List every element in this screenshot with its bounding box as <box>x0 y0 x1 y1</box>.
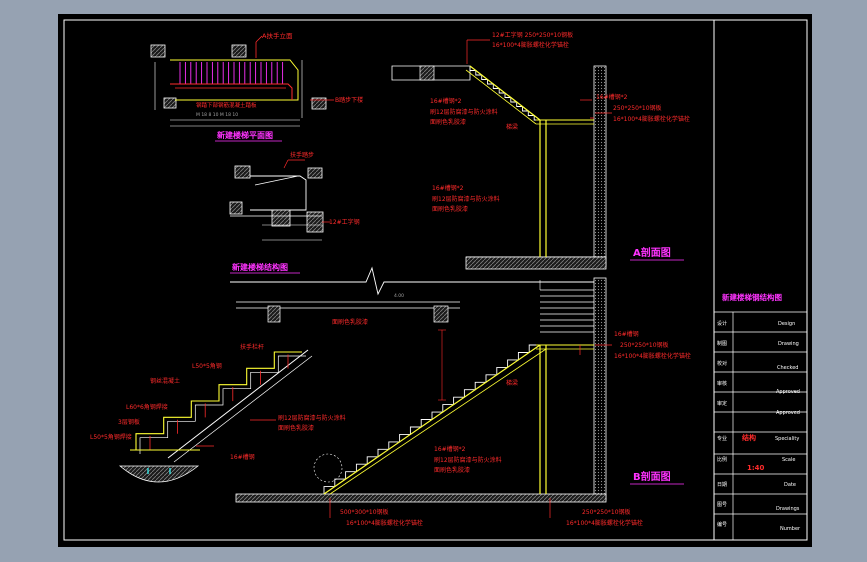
node-view-title: 新建楼梯结构图 <box>232 262 288 272</box>
annotation-det-steel: 3层钢板 <box>118 418 140 426</box>
tb-label-date: Date <box>784 482 796 488</box>
tb-label-checked-cn: 校对 <box>717 360 727 367</box>
annotation-a-top-beam: 12#工字钢 250*250*10钢板 <box>492 31 573 39</box>
annotation-b-channel: 16#槽钢 <box>614 330 639 338</box>
section-a-view <box>391 39 612 290</box>
annotation-b-bolt: 16*100*4膨胀螺栓化学锚栓 <box>614 352 691 360</box>
break-line <box>230 266 604 296</box>
tb-label-specialty-cn: 专业 <box>717 435 727 442</box>
annotation-bottom-plate2: 250*250*10钢板 <box>582 508 631 516</box>
annotation-a-fire2: 面刷色乳胶漆 <box>430 118 466 126</box>
stair-detail-view <box>118 349 313 483</box>
tb-label-drawingno: Drawings <box>776 506 800 512</box>
paper-background <box>58 14 812 547</box>
annotation-b-channel2: 16#槽钢*2 <box>434 445 466 453</box>
annotation-det-handrail: 扶手栏杆 <box>240 343 264 351</box>
dim-small-a: 4.00 <box>394 293 404 299</box>
tb-value-specialty: 结构 <box>741 433 756 442</box>
annotation-plan-dims: M 18 8 10 M 18 10 <box>196 112 238 118</box>
tb-label-scale: Scale <box>782 457 795 463</box>
annotation-det-l60: L60*6角钢焊接 <box>126 403 168 411</box>
annotation-det-fire2: 面刷色乳胶漆 <box>278 424 314 432</box>
tb-label-scale-cn: 比例 <box>717 456 727 463</box>
annotation-a-channel2-mid: 16#槽钢*2 <box>432 184 464 192</box>
node-detail-view <box>229 159 330 241</box>
plan-view-title: 新建楼梯平面图 <box>217 130 273 140</box>
annotation-det-l50a: L50*5角钢 <box>192 362 222 370</box>
annotation-a-bolt2: 16*100*4膨胀螺栓化学锚栓 <box>613 115 690 123</box>
tb-label-number-cn: 编号 <box>717 521 727 528</box>
annotation-b-fire2: 面刷色乳胶漆 <box>434 466 470 474</box>
annotation-a-beam: 梯梁 <box>506 123 518 131</box>
tb-label-approved1-cn: 审核 <box>717 380 727 387</box>
annotation-a-fire2-mid: 面刷色乳胶漆 <box>432 205 468 213</box>
tb-label-design: Design <box>778 321 795 327</box>
tb-value-scale: 1:40 <box>747 464 765 472</box>
title-block <box>714 311 807 540</box>
tb-label-checked: Checked <box>777 365 798 371</box>
annotation-b-plate: 250*250*10钢板 <box>620 341 669 349</box>
tb-label-approved1: Approved <box>776 389 800 395</box>
section-a-title: A剖面图 <box>633 246 671 259</box>
annotation-det-channel: 16#槽钢 <box>230 453 255 461</box>
annotation-b-fire1: 刷12层防腐漆与防火涂料 <box>434 456 502 464</box>
annotation-b-paint: 面刷色乳胶漆 <box>332 318 368 326</box>
tb-label-specialty: Speciality <box>775 436 799 442</box>
annotation-det-l50b: L50*5角钢焊接 <box>90 433 132 441</box>
annotation-bottom-plate1: 500*300*10钢板 <box>340 508 389 516</box>
annotation-top-rail: A扶手立面 <box>262 31 293 40</box>
tb-label-approved2-cn: 审定 <box>717 400 727 407</box>
annotation-a-channel: 16#槽钢*2 <box>430 97 462 105</box>
tb-label-design-cn: 设计 <box>717 320 727 327</box>
annotation-bottom-bolt1: 16*100*4膨胀螺栓化学锚栓 <box>346 519 423 527</box>
outer-frame <box>63 19 808 541</box>
tb-label-drawing-cn: 制图 <box>717 340 727 347</box>
stair-plan-view <box>150 35 334 127</box>
tb-label-approved2: Approved <box>776 410 800 416</box>
tb-label-number: Number <box>780 526 801 532</box>
annotation-det-fire1: 刷12层防腐漆与防火涂料 <box>278 414 346 422</box>
tb-label-drawing: Drawing <box>778 341 799 347</box>
annotation-top-platform: 扶手踏步 <box>290 151 314 159</box>
annotation-a-top-bolt: 16*100*4膨胀螺栓化学锚栓 <box>492 41 569 49</box>
annotation-a-plate: 250*250*10钢板 <box>613 104 662 112</box>
annotation-steel-beam: 12#工字钢 <box>329 218 360 226</box>
tb-label-date-cn: 日期 <box>717 482 727 488</box>
annotation-b-beam: 梯梁 <box>506 379 518 387</box>
annotation-a-fire1: 刷12层防腐漆与防火涂料 <box>430 108 498 116</box>
tb-label-drawingno-cn: 图号 <box>717 502 727 508</box>
annotation-det-conc: 钢丝混凝土 <box>150 377 180 385</box>
titleblock-title: 新建楼梯钢结构图 <box>722 292 782 302</box>
annotation-a-fire1-mid: 刷12层防腐漆与防火涂料 <box>432 195 500 203</box>
annotation-bottom-bolt2: 16*100*4膨胀螺栓化学锚栓 <box>566 519 643 527</box>
section-b-view <box>235 277 612 518</box>
annotation-plan-note: 钢踏下部钢筋混凝土踏板 <box>196 101 257 109</box>
section-b-title: B剖面图 <box>633 470 671 483</box>
annotation-a-channel2-top: 16#槽钢*2 <box>596 93 628 101</box>
annotation-up-down: B踏步下楼 <box>335 96 363 104</box>
